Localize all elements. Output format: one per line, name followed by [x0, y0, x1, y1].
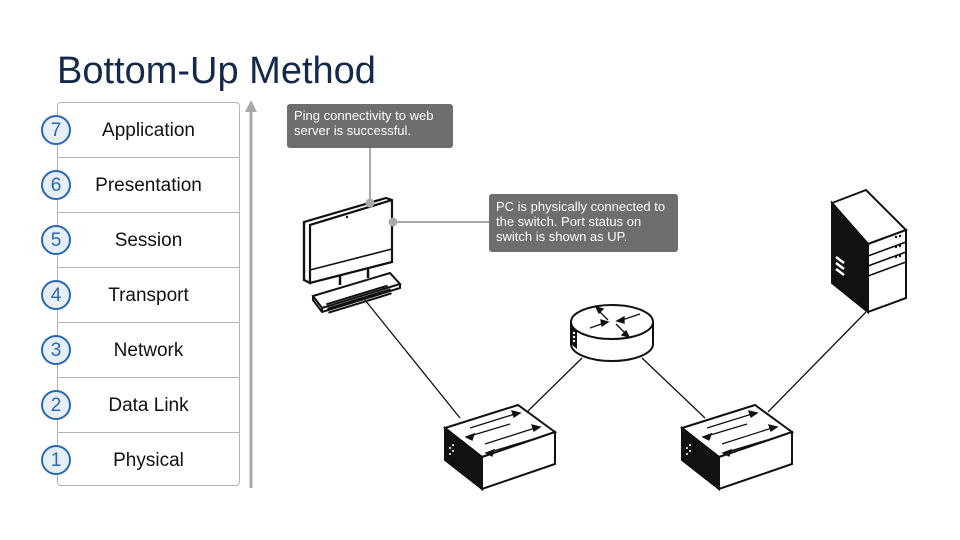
- switch-left-icon: [442, 403, 558, 492]
- layer-number-badge: 6: [41, 170, 71, 200]
- arrow-shaft: [249, 110, 253, 488]
- osi-layer-2: 2 Data Link: [41, 378, 239, 433]
- layer-name: Network: [113, 340, 184, 361]
- layer-number-badge: 4: [41, 280, 71, 310]
- network-links: [364, 299, 867, 419]
- osi-layer-4: 4 Transport: [41, 268, 239, 323]
- layer-name: Physical: [113, 450, 184, 471]
- layer-number-badge: 2: [41, 390, 71, 420]
- osi-layer-6: 6 Presentation: [41, 158, 239, 213]
- layer-name: Presentation: [95, 175, 202, 196]
- osi-layer-7: 7 Application: [41, 103, 239, 158]
- switch-right-icon: [679, 403, 795, 492]
- callout-leaders: [369, 148, 489, 223]
- server-icon: [830, 188, 908, 315]
- desktop-pc-icon: [302, 196, 402, 314]
- osi-layer-1: 1 Physical: [41, 433, 239, 488]
- ping-success-callout: Ping connectivity to web server is succe…: [287, 104, 453, 148]
- router-icon: [570, 304, 654, 362]
- physical-connection-callout: PC is physically connected to the switch…: [489, 194, 678, 252]
- arrow-head-icon: [245, 100, 257, 112]
- page-title: Bottom-Up Method: [57, 50, 376, 92]
- layer-number-badge: 3: [41, 335, 71, 365]
- link-pc-switch: [364, 299, 461, 419]
- layer-name: Session: [114, 230, 183, 251]
- link-switch-router: [526, 357, 583, 413]
- layer-number-badge: 5: [41, 225, 71, 255]
- osi-layer-3: 3 Network: [41, 323, 239, 378]
- layer-number-badge: 7: [41, 115, 71, 145]
- link-switch-server: [767, 311, 867, 413]
- layer-name: Data Link: [108, 395, 189, 416]
- layer-name: Application: [102, 120, 195, 141]
- osi-layer-stack: 7 Application 6 Presentation 5 Session 4…: [41, 102, 240, 488]
- layer-number-badge: 1: [41, 445, 71, 475]
- link-router-switch: [641, 357, 706, 419]
- osi-layer-5: 5 Session: [41, 213, 239, 268]
- layer-name: Transport: [108, 285, 189, 306]
- upward-direction-arrow: [245, 100, 257, 488]
